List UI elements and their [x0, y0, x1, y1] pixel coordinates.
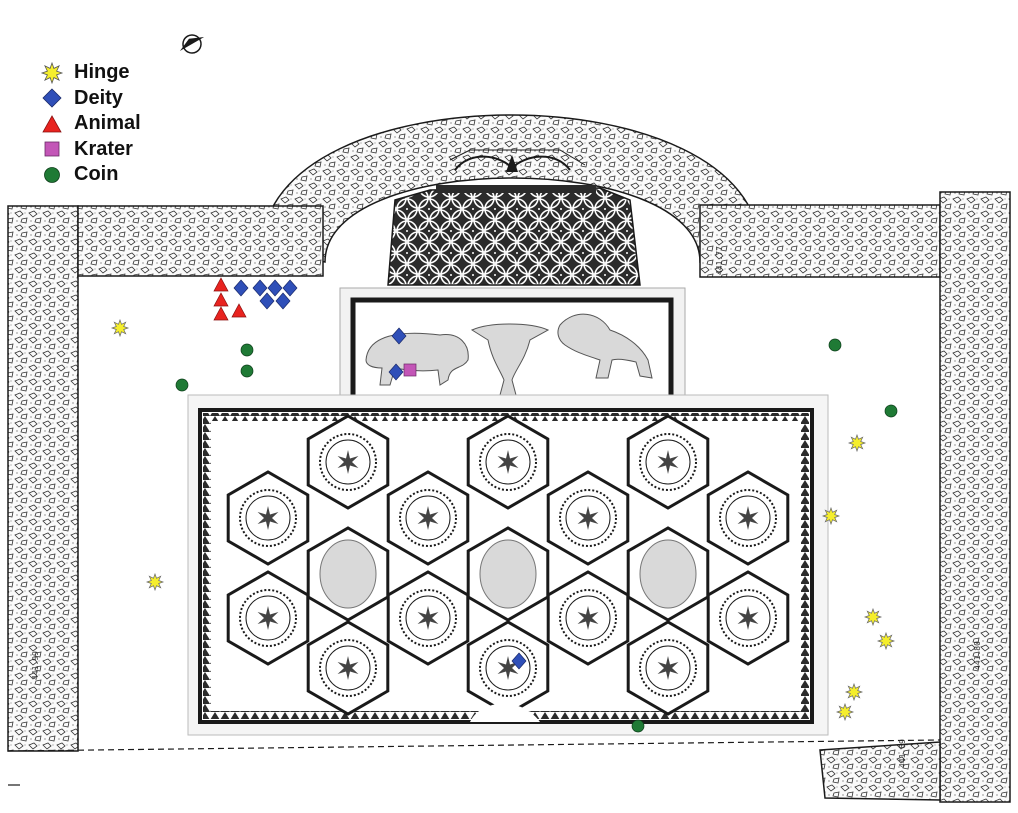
coin-marker: [884, 404, 898, 418]
animal-marker: [213, 277, 229, 292]
deity-marker: [233, 279, 249, 297]
deity-marker: [252, 279, 268, 297]
coin-marker: [240, 343, 254, 357]
mosaic-hexagon: [306, 620, 390, 716]
hinge-marker: [821, 506, 841, 526]
mosaic-hexagon: [306, 414, 390, 510]
krater-marker: [403, 363, 417, 377]
mosaic-hexagon: [466, 620, 550, 716]
hinge-marker: [876, 631, 896, 651]
walls: [7, 114, 1011, 803]
mosaic-hexagon: [706, 570, 790, 666]
deity-marker: [511, 652, 527, 670]
deity-marker: [282, 279, 298, 297]
deity-marker: [391, 327, 407, 345]
legend: Hinge Deity Animal Krater Coin: [40, 60, 141, 188]
deity-marker: [275, 292, 291, 310]
mosaic-hexagon: [466, 414, 550, 510]
animal-marker: [213, 306, 229, 321]
mosaic-hexagon: [706, 470, 790, 566]
hinge-marker: [847, 433, 867, 453]
north-arrow-icon: [179, 34, 205, 54]
mosaic-hexagon: [626, 526, 710, 622]
legend-label: Animal: [74, 112, 141, 135]
legend-item-deity: Deity: [40, 86, 141, 112]
hinge-marker: [844, 682, 864, 702]
mosaic-hexagon: [306, 526, 390, 622]
legend-label: Deity: [74, 86, 123, 109]
mosaic-hexagon: [226, 570, 310, 666]
coin-marker: [631, 719, 645, 733]
legend-item-krater: Krater: [40, 137, 141, 163]
mosaic-hexagon: [546, 470, 630, 566]
krater-square-icon: [44, 141, 60, 157]
mosaic-hexagon: [386, 570, 470, 666]
mosaic-hexagon: [546, 570, 630, 666]
animal-marker: [231, 303, 247, 318]
deity-marker: [259, 292, 275, 310]
coin-circle-icon: [44, 166, 60, 183]
legend-item-animal: Animal: [40, 111, 141, 137]
hinge-marker: [835, 702, 855, 722]
mosaic-hexagon: [466, 526, 550, 622]
mosaic-upper-fragment: [387, 149, 641, 286]
elevation-right-upper: 441.77: [715, 246, 724, 275]
coin-marker: [240, 364, 254, 378]
elevation-right-middle: 441.80: [973, 641, 982, 670]
hinge-marker: [145, 572, 165, 592]
legend-label: Coin: [74, 163, 119, 186]
deity-marker: [388, 363, 404, 381]
legend-label: Krater: [74, 137, 133, 160]
legend-item-coin: Coin: [40, 162, 141, 188]
elevation-bottom-right: 441.69: [898, 739, 907, 768]
hinge-star-icon: [40, 61, 64, 84]
deity-marker: [267, 279, 283, 297]
mosaic-hexagon: [626, 414, 710, 510]
coin-marker: [828, 338, 842, 352]
hinge-marker: [863, 607, 883, 627]
legend-item-hinge: Hinge: [40, 60, 141, 86]
deity-diamond-icon: [42, 88, 62, 108]
coin-marker: [175, 378, 189, 392]
hinge-marker: [110, 318, 130, 338]
legend-label: Hinge: [74, 61, 130, 84]
mosaic-hexagon: [386, 470, 470, 566]
mosaic-main-field: [187, 394, 829, 736]
mosaic-hexagon: [626, 620, 710, 716]
find-markers: [110, 277, 898, 733]
animal-marker: [213, 292, 229, 307]
animal-triangle-icon: [42, 114, 62, 133]
mosaic-hexagon: [226, 470, 310, 566]
elevation-left: 441.99: [31, 651, 40, 680]
